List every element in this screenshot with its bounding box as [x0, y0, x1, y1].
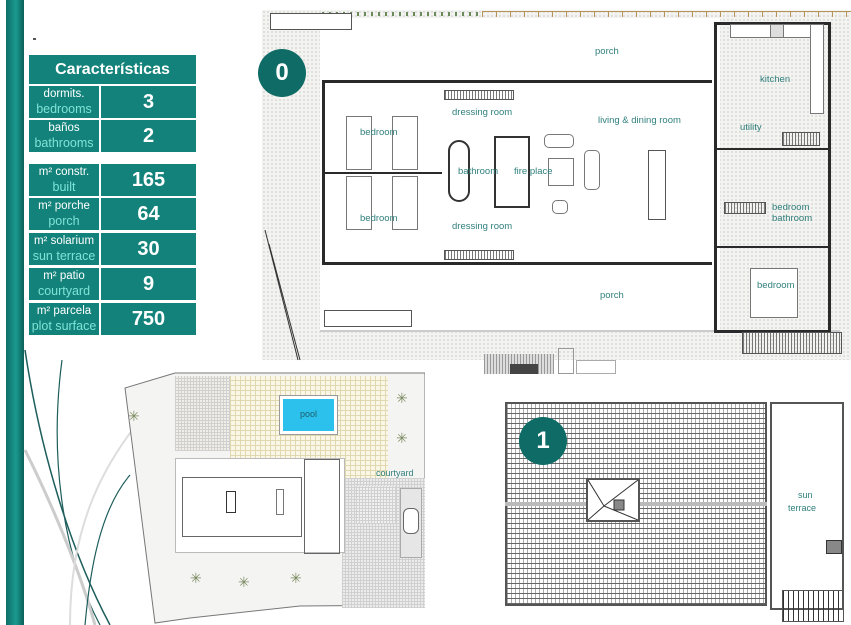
label-en: bedrooms: [36, 102, 92, 116]
stray-mark: [33, 38, 36, 40]
label-en: plot surface: [31, 319, 97, 333]
dining-table: [648, 150, 666, 220]
bed: [346, 116, 372, 170]
armchair: [544, 134, 574, 148]
bed: [750, 268, 798, 318]
label-es: m² solarium: [33, 235, 95, 247]
level-0-badge: 0: [258, 49, 306, 97]
ground-floor-plan: porch kitchen dressing room living & din…: [262, 10, 851, 360]
palm-tree-icon: ✳: [190, 570, 202, 586]
bathroom-fixtures: [494, 136, 530, 208]
house-footprint-mini: [175, 458, 345, 554]
armchair: [552, 200, 568, 214]
value-plot-surface: 750: [100, 302, 197, 336]
characteristics-title: Características: [28, 54, 197, 85]
char-row-built: m² constr. built 165: [28, 163, 197, 197]
label-fire-place: fire place: [514, 166, 553, 177]
plot-boundary-line: [264, 230, 301, 361]
label-en: sun terrace: [32, 249, 96, 263]
sun-terrace-area: [770, 402, 844, 610]
label-en: courtyard: [37, 284, 91, 298]
elevation-thumbnail: [470, 348, 630, 384]
label-es: m² parcela: [36, 305, 92, 317]
label-sun: sun: [798, 490, 813, 500]
bed: [346, 176, 372, 230]
wardrobe-bottom: [444, 250, 514, 260]
label-bedroom-1: bedroom: [360, 127, 398, 138]
label-es: dormits.: [43, 88, 85, 100]
courtyard-patio: [356, 486, 396, 524]
label-es: m² patio: [43, 270, 85, 282]
coffee-table: [548, 158, 574, 186]
label-en: built: [52, 180, 76, 194]
cooktop: [770, 24, 784, 38]
label-bedroom-3: bedroom: [757, 280, 795, 291]
label-dressing-room-top: dressing room: [452, 107, 513, 118]
label-pool: pool: [300, 409, 318, 419]
staircase: [782, 590, 844, 622]
char-row-porch: m² porche porch 64: [28, 197, 197, 231]
stairs-outside: [742, 332, 842, 354]
kitchen-counter-side: [810, 24, 824, 114]
label-es: m² constr.: [38, 166, 90, 178]
label-en: bathrooms: [34, 136, 94, 150]
label-es: baños: [48, 122, 80, 134]
value-courtyard: 9: [100, 267, 197, 301]
wardrobe-right: [724, 202, 766, 214]
label-utility: utility: [740, 122, 762, 133]
label-kitchen: kitchen: [760, 74, 791, 85]
label-es: m² porche: [38, 200, 90, 212]
hedge: [322, 12, 482, 16]
bathtub: [448, 140, 470, 202]
bed: [392, 116, 418, 170]
value-porch: 64: [100, 197, 197, 231]
site-plan: pool courtyard ✳ ✳ ✳ ✳ ✳ ✳: [120, 368, 425, 625]
label-bedroom-2: bedroom: [360, 213, 398, 224]
label-en: porch: [48, 214, 80, 228]
chimney: [826, 540, 842, 554]
label-bathroom: bathroom: [458, 166, 499, 177]
level-1-badge: 1: [519, 417, 567, 465]
decorative-swirl: [23, 349, 140, 625]
label-living-dining: living & dining room: [598, 115, 681, 126]
value-bathrooms: 2: [100, 119, 197, 153]
char-row-bedrooms: dormits. bedrooms 3: [28, 85, 197, 119]
label-bedroom-bathroom-2: bathroom: [772, 213, 813, 224]
char-row-bathrooms: baños bathrooms 2: [28, 119, 197, 153]
planter-bottom: [324, 310, 412, 327]
palm-tree-icon: ✳: [396, 390, 408, 406]
value-sun-terrace: 30: [100, 232, 197, 266]
palm-tree-icon: ✳: [396, 430, 408, 446]
label-porch-top: porch: [595, 46, 619, 57]
char-row-courtyard: m² patio courtyard 9: [28, 267, 197, 301]
planter-top: [270, 13, 352, 30]
palm-tree-icon: ✳: [238, 574, 250, 590]
sofa: [584, 150, 600, 190]
skylight: [586, 478, 640, 522]
car: [403, 508, 419, 534]
bed: [392, 176, 418, 230]
char-row-sun-terrace: m² solarium sun terrace 30: [28, 232, 197, 266]
stairs-utility: [782, 132, 820, 146]
char-row-plot-surface: m² parcela plot surface 750: [28, 302, 197, 336]
wardrobe-top: [444, 90, 514, 100]
decorative-side-bar: [6, 0, 24, 625]
label-dressing-room-bottom: dressing room: [452, 221, 513, 232]
label-porch-bottom: porch: [600, 290, 624, 301]
label-bedroom-bathroom-1: bedroom: [772, 202, 810, 213]
value-built: 165: [100, 163, 197, 197]
label-terrace: terrace: [788, 503, 817, 513]
value-bedrooms: 3: [100, 85, 197, 119]
deck-fence: [482, 11, 851, 17]
palm-tree-icon: ✳: [290, 570, 302, 586]
label-courtyard: courtyard: [376, 468, 414, 478]
palm-tree-icon: ✳: [128, 408, 140, 424]
pool: [279, 395, 338, 435]
